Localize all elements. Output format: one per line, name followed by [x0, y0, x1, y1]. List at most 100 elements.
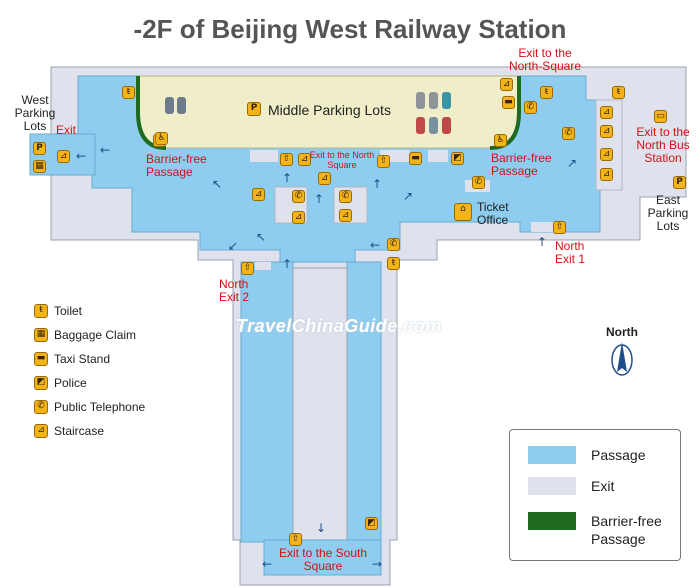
ticket-office-label: Ticket Office — [477, 200, 509, 227]
direction-arrow-icon: ↖ — [256, 230, 267, 244]
legend-label: Staircase — [54, 423, 105, 438]
direction-arrow-icon: ↗ — [403, 189, 414, 203]
car-icon — [429, 92, 438, 109]
baggage-claim-icon: ▦ — [33, 160, 46, 173]
north-exit-2-label: North Exit 2 — [219, 277, 250, 304]
staircase-icon: ⊿ — [600, 106, 613, 119]
telephone-icon: ✆ — [524, 101, 537, 114]
legend-label: Taxi Stand — [54, 351, 111, 366]
direction-arrow-icon: ↑ — [314, 192, 325, 206]
car-icon — [442, 117, 451, 134]
taxi-icon: ▬ — [34, 351, 48, 366]
direction-arrow-icon: ↑ — [282, 171, 293, 185]
staircase-icon: ⊿ — [339, 209, 352, 222]
color-legend: Passage Exit Barrier-free Passage — [509, 429, 681, 561]
telephone-icon: ✆ — [387, 238, 400, 251]
north-compass-icon — [611, 342, 633, 376]
exit-block-5 — [428, 150, 448, 162]
north-exit-1-label: North Exit 1 — [555, 239, 586, 266]
exit-block-8 — [255, 262, 271, 270]
legend-label: Toilet — [54, 303, 83, 318]
legend-label: Baggage Claim — [54, 327, 137, 342]
toilet-icon: ŧ — [122, 86, 135, 99]
legend-item-staircase: ⊿ Staircase — [34, 422, 104, 438]
exit-south-square-label: Exit to the South Square — [278, 546, 368, 573]
exit-block-7 — [531, 222, 553, 232]
direction-arrow-icon: ↑ — [372, 177, 383, 191]
police-icon: ◩ — [451, 152, 464, 165]
telephone-icon: ✆ — [562, 127, 575, 140]
car-icon — [442, 92, 451, 109]
direction-arrow-icon: ↖ — [212, 177, 223, 191]
legend-item-police: ◩ Police — [34, 374, 87, 390]
east-parking-label: East Parking Lots — [647, 193, 689, 233]
toilet-icon: ŧ — [34, 303, 48, 318]
staircase-icon: ⊿ — [318, 172, 331, 185]
exit-icon: ⇧ — [553, 221, 566, 234]
car-icon — [416, 117, 425, 134]
barrier-free-left-label: Barrier-free Passage — [146, 152, 207, 179]
exit-icon: ⇧ — [377, 155, 390, 168]
exit-north-square-top-label: Exit to the North-Square — [508, 46, 582, 73]
map-title: -2F of Beijing West Railway Station — [133, 14, 567, 44]
legend-label-passage: Passage — [591, 447, 646, 463]
exit-icon: ⇧ — [280, 153, 293, 166]
legend-swatch-passage — [528, 446, 576, 464]
legend-label-exit: Exit — [591, 478, 615, 494]
parking-icon: P — [247, 102, 261, 116]
legend-label-barrier-free: Barrier-free Passage — [591, 513, 662, 547]
police-icon: ◩ — [34, 375, 48, 390]
exit-north-bus-label: Exit to the North Bus Station — [636, 125, 690, 165]
legend-label: Police — [54, 375, 87, 390]
west-exit-label: Exit — [56, 123, 77, 137]
accessible-icon: ♿ — [155, 132, 168, 145]
toilet-icon: ŧ — [612, 86, 625, 99]
direction-arrow-icon: ↑ — [282, 257, 293, 271]
middle-parking-label: Middle Parking Lots — [268, 102, 391, 118]
toilet-icon: ŧ — [540, 86, 553, 99]
ticket-icon: ⌂ — [454, 203, 472, 221]
direction-arrow-icon: ← — [100, 143, 111, 157]
taxi-icon: ▬ — [409, 152, 422, 165]
barrier-free-right — [489, 76, 521, 150]
exit-icon: ⇧ — [289, 533, 302, 546]
passage-south-exit — [263, 539, 382, 576]
barrier-free-left — [136, 76, 167, 150]
car-icon — [429, 117, 438, 134]
car-icon — [416, 92, 425, 109]
staircase-icon: ⊿ — [292, 211, 305, 224]
passage-south-right — [346, 261, 382, 543]
legend-swatch-exit — [528, 477, 576, 495]
staircase-icon: ⊿ — [298, 153, 311, 166]
telephone-icon: ✆ — [339, 190, 352, 203]
police-icon: ◩ — [365, 517, 378, 530]
compass-north-label: North — [606, 325, 638, 339]
direction-arrow-icon: ← — [370, 238, 381, 252]
staircase-icon: ⊿ — [57, 150, 70, 163]
staircase-icon: ⊿ — [500, 78, 513, 91]
car-icon — [165, 97, 174, 114]
watermark: TravelChinaGuide.com — [236, 316, 442, 336]
direction-arrow-icon: ↑ — [537, 235, 548, 249]
direction-arrow-icon: → — [372, 557, 383, 571]
direction-arrow-icon: ← — [262, 557, 273, 571]
staircase-icon: ⊿ — [600, 168, 613, 181]
direction-arrow-icon: ← — [76, 149, 87, 163]
legend-label: Public Telephone — [54, 399, 146, 414]
exit-block-3 — [250, 150, 278, 162]
parking-icon: P — [673, 176, 686, 189]
passage-south-left — [240, 261, 294, 543]
west-parking-label: West Parking Lots — [14, 93, 56, 133]
legend-swatch-barrier-free — [528, 512, 576, 530]
accessible-icon: ♿ — [494, 134, 507, 147]
legend-item-taxi: ▬ Taxi Stand — [34, 350, 110, 366]
exit-north-square-mid-label: Exit to the North Square — [309, 150, 375, 170]
direction-arrow-icon: ↙ — [228, 239, 239, 253]
direction-arrow-icon: ↗ — [567, 156, 578, 170]
staircase-icon: ⊿ — [252, 188, 265, 201]
car-icon — [177, 97, 186, 114]
staircase-icon: ⊿ — [34, 423, 48, 438]
toilet-icon: ŧ — [387, 257, 400, 270]
staircase-icon: ⊿ — [600, 148, 613, 161]
telephone-icon: ✆ — [292, 190, 305, 203]
